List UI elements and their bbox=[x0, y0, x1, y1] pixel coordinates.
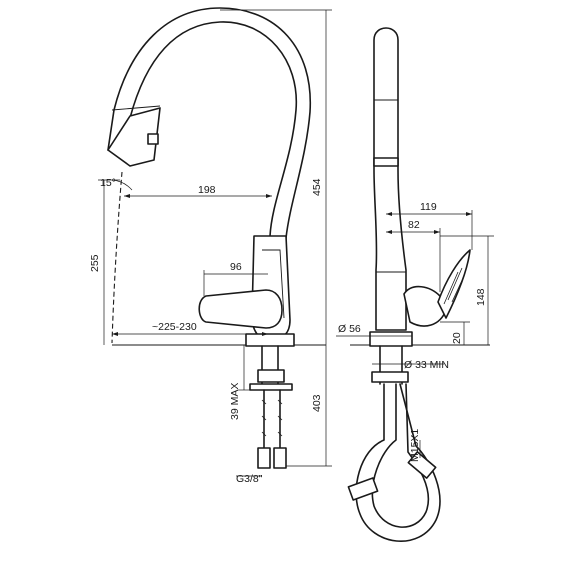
front-spout bbox=[373, 27, 407, 331]
dim-20-label: 20 bbox=[451, 332, 463, 344]
dim-angle-label: 15° bbox=[100, 177, 116, 189]
dim-82-arrow-r bbox=[434, 230, 440, 234]
spray-button bbox=[147, 133, 159, 145]
spray-head-joint bbox=[111, 105, 161, 111]
dim-403-label: 403 bbox=[311, 394, 323, 412]
hose-end-left bbox=[257, 447, 271, 469]
dim-119-label: 119 bbox=[420, 201, 437, 213]
m15-label: M15X1 bbox=[409, 429, 421, 462]
dim-base-label: ~225-230 bbox=[152, 321, 197, 333]
dim-198-arrow-l bbox=[124, 194, 130, 198]
front-fixing-nut bbox=[371, 371, 409, 383]
pull-out-hose-loop bbox=[355, 383, 441, 543]
dim-198-label: 198 bbox=[198, 184, 216, 196]
dim-96-label: 96 bbox=[230, 261, 242, 273]
front-spray-band bbox=[373, 157, 399, 167]
dim-39max-label: 39 MAX bbox=[229, 383, 241, 420]
pull-out-hose-inner bbox=[371, 383, 430, 528]
dim-base-arrow-r bbox=[262, 332, 268, 336]
dim-base-arrow-l bbox=[112, 332, 118, 336]
front-view: 119 82 148 20 Ø 56 Ø 33 MIN M15X1 bbox=[336, 27, 494, 543]
washer bbox=[249, 383, 293, 391]
dim-198-arrow-r bbox=[266, 194, 272, 198]
dim-d33-label: Ø 33 MIN bbox=[404, 359, 449, 371]
front-base bbox=[369, 331, 413, 347]
hose-braid-marks bbox=[261, 399, 283, 437]
spout-inner bbox=[107, 7, 312, 239]
lever-handle bbox=[198, 289, 283, 329]
spout-outer bbox=[121, 21, 298, 237]
water-jet-path bbox=[111, 171, 123, 344]
front-lever-blade bbox=[437, 249, 471, 319]
dim-148-label: 148 bbox=[475, 288, 487, 306]
hose-weight bbox=[347, 477, 379, 501]
base-flange bbox=[245, 333, 295, 347]
thread-label: G3/8" bbox=[236, 473, 263, 485]
fixing-nut bbox=[257, 369, 285, 383]
dim-82-arrow-l bbox=[386, 230, 392, 234]
dim-82-label: 82 bbox=[408, 219, 420, 231]
side-view: 15° 198 96 ~225-230 255 454 403 39 MAX bbox=[89, 7, 332, 485]
hose-end-right bbox=[273, 447, 287, 469]
dim-d56-label: Ø 56 bbox=[338, 323, 361, 335]
hose-connector bbox=[407, 451, 437, 479]
dim-119-arrow-r bbox=[466, 212, 472, 216]
body-highlight bbox=[262, 249, 285, 319]
front-lever-hatch bbox=[443, 267, 465, 305]
dim-255-label: 255 bbox=[89, 254, 101, 272]
dim-119-arrow-l bbox=[386, 212, 392, 216]
dim-454-label: 454 bbox=[311, 178, 323, 196]
